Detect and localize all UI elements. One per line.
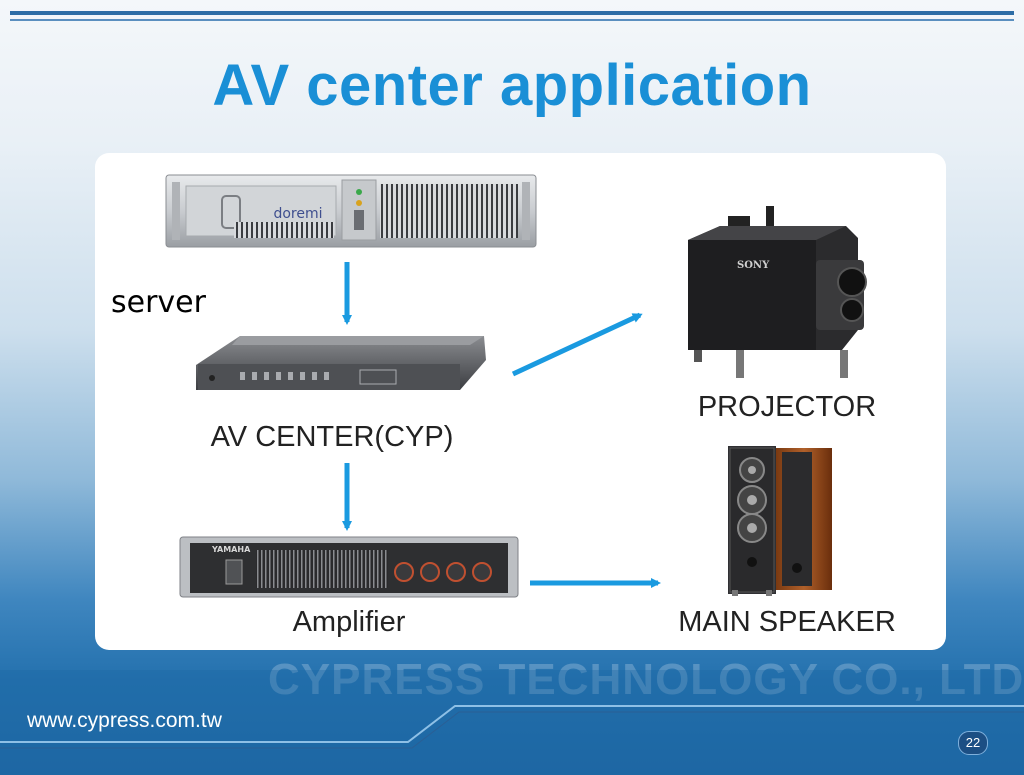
server-label: server: [111, 285, 207, 320]
server-device: doremi: [165, 174, 537, 248]
top-rule-thin: [10, 19, 1014, 21]
projector-brand: SONY: [737, 260, 770, 271]
projector-device: SONY: [688, 206, 867, 378]
amplifier-label: Amplifier: [293, 606, 406, 638]
speaker-label: MAIN SPEAKER: [678, 606, 896, 638]
top-rule: [10, 11, 1014, 15]
website-url[interactable]: www.cypress.com.tw: [27, 709, 222, 732]
slide-title: AV center application: [212, 53, 812, 118]
amplifier-device: YAMAHA: [179, 536, 519, 598]
page-number-badge: 22: [958, 731, 988, 755]
company-watermark: CYPRESS TECHNOLOGY CO., LTD.: [268, 655, 1024, 704]
arrow-avcenter-to-projector: [511, 312, 643, 377]
amplifier-brand: YAMAHA: [211, 545, 251, 554]
av-center-device: [196, 336, 486, 390]
server-brand: doremi: [273, 206, 322, 222]
av-center-label: AV CENTER(CYP): [211, 421, 454, 453]
projector-label: PROJECTOR: [698, 391, 876, 423]
speaker-device: [728, 446, 832, 596]
